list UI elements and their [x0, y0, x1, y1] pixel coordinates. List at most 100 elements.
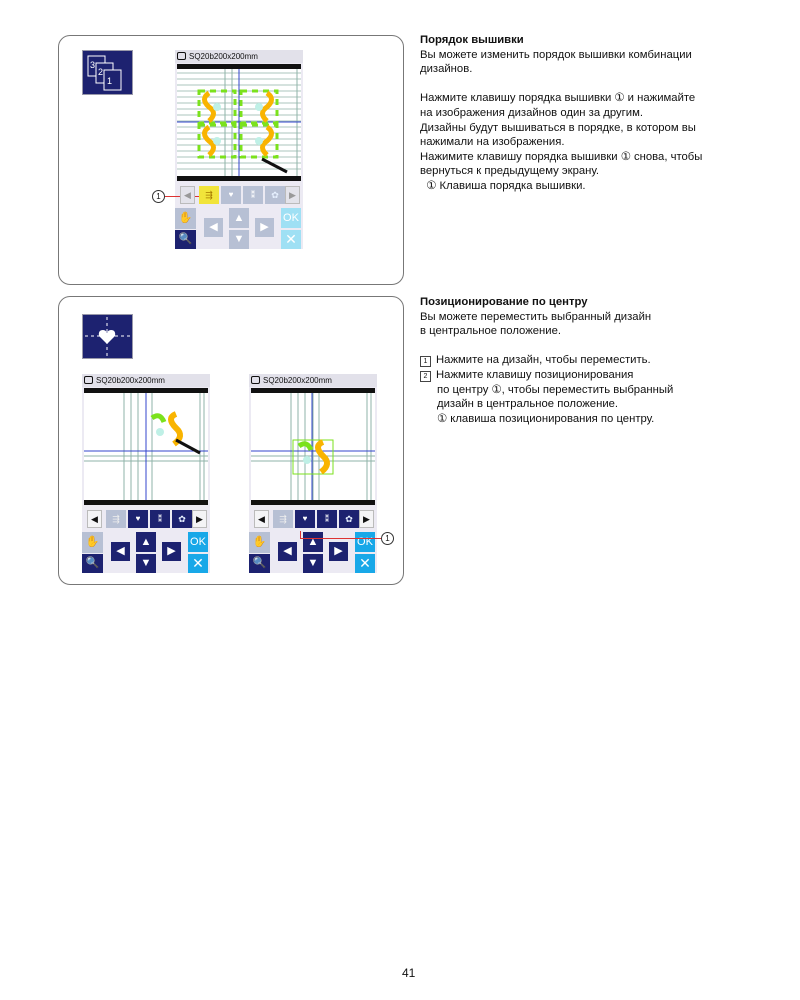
embroidery-order-key[interactable]: ⇶ — [199, 186, 219, 204]
mirror-key[interactable]: ⁑ — [243, 186, 263, 204]
design-canvas[interactable] — [251, 388, 375, 505]
color-key[interactable]: ✿ — [265, 186, 285, 204]
digit-2: 2 — [98, 67, 103, 77]
ok-button[interactable]: OK — [188, 532, 208, 552]
center-position-key[interactable]: ♥ — [295, 510, 315, 528]
text-line: в центральное положение. — [420, 325, 562, 338]
move-left-button[interactable]: ◀ — [204, 218, 223, 237]
cancel-button[interactable]: ✕ — [188, 554, 208, 573]
mirror-key[interactable]: ⁑ — [317, 510, 337, 528]
zoom-button[interactable]: 🔍 — [249, 554, 270, 573]
text-line: Нажимите клавишу порядка вышивки ① снова… — [420, 150, 703, 163]
arrow-right-icon[interactable]: ▶ — [285, 186, 300, 204]
ok-button[interactable]: OK — [355, 532, 375, 552]
step-line: 1 Нажмите на дизайн, чтобы переместить. — [420, 353, 673, 368]
design-canvas[interactable] — [177, 64, 301, 181]
color-key[interactable]: ✿ — [339, 510, 359, 528]
move-right-button[interactable]: ▶ — [255, 218, 274, 237]
arrow-left-icon[interactable]: ◀ — [254, 510, 269, 528]
screen-before-centering: SQ20b200x200mm◀⇶♥⁑✿▶✋🔍◀▲▼▶OK✕ — [82, 374, 210, 573]
move-left-button[interactable]: ◀ — [278, 542, 297, 561]
zoom-button[interactable]: 🔍 — [175, 230, 196, 249]
design-motif — [239, 89, 279, 125]
screen-embroidery-order: SQ20b200x200mm◀⇶♥⁑✿▶✋🔍◀▲▼▶OK✕ — [175, 50, 303, 249]
move-right-button[interactable]: ▶ — [329, 542, 348, 561]
hand-move-button[interactable]: ✋ — [82, 532, 103, 553]
screen-title-bar: SQ20b200x200mm — [249, 374, 377, 387]
mirror-key[interactable]: ⁑ — [150, 510, 170, 528]
step-number: 2 — [420, 370, 431, 382]
hoop-icon — [84, 376, 93, 384]
hand-move-button[interactable]: ✋ — [249, 532, 270, 553]
digit-1: 1 — [107, 76, 112, 86]
embroidery-order-key[interactable]: ⇶ — [106, 510, 126, 528]
text-line: Дизайны будут вышиваться в порядке, в ко… — [420, 121, 696, 134]
hoop-name: SQ20b200x200mm — [189, 52, 258, 61]
move-right-button[interactable]: ▶ — [162, 542, 181, 561]
callout-1: 1 — [152, 190, 165, 203]
embroidery-order-key[interactable]: ⇶ — [273, 510, 293, 528]
step-text: Нажмите клавишу позиционирования — [436, 368, 634, 381]
cancel-button[interactable]: ✕ — [355, 554, 375, 573]
ok-button[interactable]: OK — [281, 208, 301, 228]
step-text: Нажмите на дизайн, чтобы переместить. — [436, 354, 651, 367]
text-line — [420, 77, 702, 92]
callout-line-v — [300, 531, 301, 538]
move-down-button[interactable]: ▼ — [136, 554, 156, 573]
hand-move-button[interactable]: ✋ — [175, 208, 196, 229]
text-line: ① Клавиша порядка вышивки. — [420, 179, 586, 192]
screen-title-bar: SQ20b200x200mm — [82, 374, 210, 387]
screen-title-bar: SQ20b200x200mm — [175, 50, 303, 63]
arrow-left-icon[interactable]: ◀ — [87, 510, 102, 528]
center-position-key[interactable]: ♥ — [128, 510, 148, 528]
move-up-button[interactable]: ▲ — [303, 532, 323, 552]
section2-heading: Позиционирование по центру — [420, 296, 588, 308]
callout-line-h — [300, 538, 381, 539]
text-line: дизайнов. — [420, 63, 473, 76]
screen-after-centering: SQ20b200x200mm◀⇶♥⁑✿▶✋🔍◀▲▼▶OK✕ — [249, 374, 377, 573]
selected-design — [150, 411, 183, 447]
step-text: по центру ①, чтобы переместить выбранный — [437, 383, 674, 396]
hoop-name: SQ20b200x200mm — [263, 376, 332, 385]
page-number: 41 — [402, 966, 416, 980]
callout-1: 1 — [381, 532, 394, 545]
design-motif — [197, 123, 237, 159]
cancel-button[interactable]: ✕ — [281, 230, 301, 249]
center-position-key[interactable]: ♥ — [221, 186, 241, 204]
move-left-button[interactable]: ◀ — [111, 542, 130, 561]
section1-heading: Порядок вышивки — [420, 34, 524, 46]
color-key[interactable]: ✿ — [172, 510, 192, 528]
move-down-button[interactable]: ▼ — [303, 554, 323, 573]
hoop-icon — [177, 52, 186, 60]
step-line: по центру ①, чтобы переместить выбранный — [420, 383, 673, 398]
step-number: 1 — [420, 356, 431, 368]
text-line: нажимали на изображения. — [420, 136, 565, 149]
move-up-button[interactable]: ▲ — [136, 532, 156, 552]
step-line: 2 Нажмите клавишу позиционирования — [420, 368, 673, 383]
section2-text: Позиционирование по центру Вы можете пер… — [420, 295, 673, 426]
move-down-button[interactable]: ▼ — [229, 230, 249, 249]
design-motif — [197, 89, 237, 125]
text-line: на изображения дизайнов один за другим. — [420, 106, 643, 119]
selected-design — [292, 439, 334, 475]
arrow-right-icon[interactable]: ▶ — [192, 510, 207, 528]
arrow-left-icon[interactable]: ◀ — [180, 186, 195, 204]
arrow-right-icon[interactable]: ▶ — [359, 510, 374, 528]
section1-text: Порядок вышивки Вы можете изменить поряд… — [420, 33, 702, 194]
zoom-button[interactable]: 🔍 — [82, 554, 103, 573]
text-line: Вы можете переместить выбранный дизайн — [420, 310, 652, 323]
text-line: Нажмите клавишу порядка вышивки ① и нажи… — [420, 92, 696, 105]
design-canvas[interactable] — [84, 388, 208, 505]
step-text: ① клавиша позиционирования по центру. — [437, 412, 655, 425]
center-position-key-icon — [82, 314, 133, 359]
text-line: вернуться к предыдущему экрану. — [420, 165, 600, 178]
move-up-button[interactable]: ▲ — [229, 208, 249, 228]
step-line: ① клавиша позиционирования по центру. — [420, 412, 673, 427]
design-motif — [239, 123, 279, 159]
step-text: дизайн в центральное положение. — [437, 398, 619, 411]
text-line: Вы можете изменить порядок вышивки комби… — [420, 48, 692, 61]
digit-3: 3 — [90, 60, 95, 70]
step-line: дизайн в центральное положение. — [420, 397, 673, 412]
